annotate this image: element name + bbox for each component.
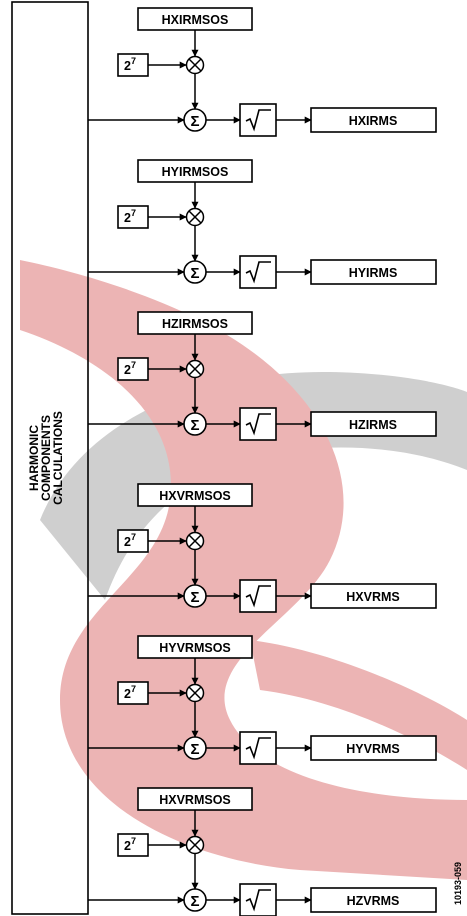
output-register-box bbox=[310, 887, 437, 913]
side-label-line-1: HARMONIC bbox=[27, 425, 41, 491]
output-register-label: HZVRMS bbox=[347, 894, 400, 908]
multiply-icon-stroke bbox=[188, 838, 202, 852]
multiply-icon-stroke bbox=[188, 58, 202, 72]
multiply-icon-stroke bbox=[188, 534, 202, 548]
output-register-label: HYVRMS bbox=[346, 742, 399, 756]
side-label-line-3: CALCULATIONS bbox=[51, 411, 65, 505]
sqrt-box bbox=[239, 883, 277, 916]
sqrt-icon bbox=[245, 413, 271, 436]
output-register-box bbox=[310, 411, 437, 437]
multiply-icon-stroke bbox=[188, 210, 202, 224]
offset-register-label: HZIRMSOS bbox=[162, 317, 228, 331]
scale-factor-label: 27 bbox=[124, 532, 136, 549]
offset-register-label: HYIRMSOS bbox=[162, 165, 229, 179]
output-register-label: HXIRMS bbox=[349, 114, 398, 128]
output-register-label: HYIRMS bbox=[349, 266, 398, 280]
sqrt-icon bbox=[245, 261, 271, 284]
sqrt-icon bbox=[245, 889, 271, 912]
side-label-line-2: COMPONENTS bbox=[39, 415, 53, 501]
watermark-red-s bbox=[20, 260, 467, 880]
output-register-box bbox=[310, 107, 437, 133]
watermark-logo bbox=[20, 260, 467, 880]
sqrt-box bbox=[239, 407, 277, 441]
sqrt-icon bbox=[245, 737, 271, 760]
multiply-icon-stroke bbox=[188, 362, 202, 376]
scale-factor-label: 27 bbox=[124, 684, 136, 701]
sqrt-box bbox=[239, 579, 277, 613]
scale-factor-label: 27 bbox=[124, 208, 136, 225]
offset-register-label: HYVRMSOS bbox=[159, 641, 231, 655]
figure-id: 10193-059 bbox=[453, 862, 463, 905]
scale-factor-label: 27 bbox=[124, 836, 136, 853]
harmonic-calc-block bbox=[11, 1, 89, 915]
multiply-icon-stroke bbox=[188, 686, 202, 700]
sqrt-box bbox=[239, 731, 277, 765]
sum-symbol: Σ bbox=[190, 113, 199, 130]
sum-symbol: Σ bbox=[190, 589, 199, 606]
output-register-label: HZIRMS bbox=[349, 418, 397, 432]
sqrt-box bbox=[239, 103, 277, 137]
sqrt-box bbox=[239, 255, 277, 289]
output-register-box bbox=[310, 583, 437, 609]
offset-register-label: HXIRMSOS bbox=[162, 13, 229, 27]
offset-register-label: HXVRMSOS bbox=[159, 489, 231, 503]
output-register-label: HXVRMS bbox=[346, 590, 399, 604]
sqrt-icon bbox=[245, 109, 271, 132]
scale-factor-label: 27 bbox=[124, 56, 136, 73]
sum-symbol: Σ bbox=[190, 265, 199, 282]
sqrt-icon bbox=[245, 585, 271, 608]
sum-symbol: Σ bbox=[190, 741, 199, 758]
sum-symbol: Σ bbox=[190, 417, 199, 434]
output-register-box bbox=[310, 735, 437, 761]
output-register-box bbox=[310, 259, 437, 285]
offset-register-label: HXVRMSOS bbox=[159, 793, 231, 807]
scale-factor-label: 27 bbox=[124, 360, 136, 377]
sum-symbol: Σ bbox=[190, 893, 199, 910]
